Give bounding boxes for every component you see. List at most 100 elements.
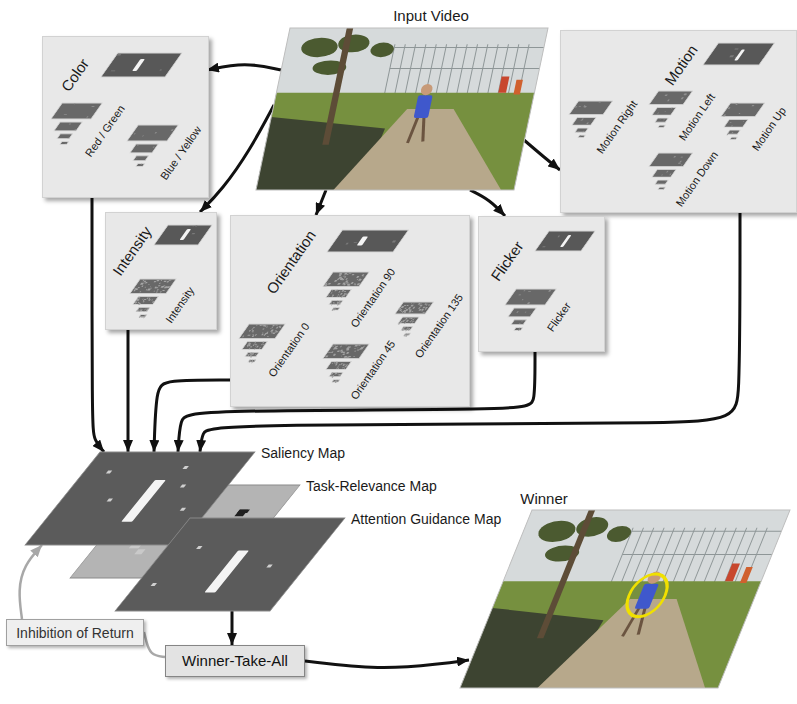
map-surface <box>130 144 158 153</box>
map-texture <box>252 360 253 362</box>
map-texture <box>325 283 327 285</box>
map-texture <box>406 320 409 322</box>
map-texture <box>403 327 405 328</box>
fence-post <box>467 44 478 96</box>
map-surface <box>51 103 102 119</box>
map-texture <box>156 291 158 292</box>
map-texture <box>399 309 402 311</box>
text-anchor: Winner-Take-All <box>182 652 288 670</box>
map-texture <box>250 354 252 356</box>
map-surface <box>323 344 369 358</box>
map-texture <box>518 294 521 296</box>
map-texture <box>331 301 333 302</box>
map-texture <box>401 321 403 322</box>
map-texture <box>334 381 336 383</box>
map-texture <box>259 347 261 349</box>
fence-post <box>446 44 457 96</box>
map-texture <box>150 286 151 288</box>
map-texture <box>249 360 251 361</box>
map-texture <box>153 147 155 148</box>
inhibition-box: Inhibition of Return <box>6 619 144 646</box>
map-texture <box>347 284 350 285</box>
map-texture <box>583 105 585 106</box>
map-texture <box>270 330 274 332</box>
map-texture <box>353 355 355 357</box>
map-texture <box>139 316 141 318</box>
map-surface <box>329 300 343 304</box>
foliage <box>604 526 634 542</box>
map-texture <box>421 309 424 311</box>
map-texture <box>201 524 214 529</box>
map-texture <box>657 112 659 114</box>
map-texture <box>347 352 350 354</box>
foliage <box>369 43 395 58</box>
map-texture <box>144 281 147 283</box>
color-channel-panel: ColorRed / GreenBlue / Yellow <box>42 36 209 198</box>
map-texture <box>140 309 142 311</box>
map-texture <box>359 278 360 280</box>
map-texture <box>519 323 521 325</box>
map-plane <box>70 485 300 578</box>
runner-leg <box>419 117 428 141</box>
map-texture <box>412 321 414 323</box>
map-texture <box>167 486 175 489</box>
map-texture <box>328 283 331 284</box>
pyramid-level <box>331 308 339 311</box>
map-texture <box>347 346 349 348</box>
map-texture <box>418 307 421 309</box>
shadow <box>256 117 387 190</box>
map-texture <box>346 293 348 294</box>
fence-rail <box>394 47 544 48</box>
map-texture <box>331 292 333 294</box>
map-texture <box>335 381 337 382</box>
map-texture <box>144 316 145 318</box>
pyramid-level <box>569 101 613 115</box>
salient-spot <box>106 471 112 474</box>
map-texture <box>242 335 244 337</box>
map-texture <box>264 325 266 326</box>
pyramid-level <box>575 128 588 132</box>
map-texture <box>337 283 341 285</box>
map-texture <box>91 105 94 107</box>
map-texture <box>403 327 405 328</box>
map-texture <box>362 274 365 276</box>
map-texture <box>264 334 266 336</box>
map-texture <box>64 114 68 116</box>
map-texture <box>174 517 187 522</box>
map-texture <box>335 364 337 366</box>
map-surface <box>332 308 340 310</box>
pyramid-level <box>328 372 343 378</box>
map-texture <box>412 307 415 309</box>
map-surface <box>326 289 351 297</box>
pyramid-level <box>578 135 585 137</box>
map-texture <box>169 522 179 527</box>
map-texture <box>143 317 145 319</box>
map-texture <box>67 137 68 139</box>
map-surface <box>239 324 285 338</box>
map-texture <box>265 332 268 334</box>
runner-head <box>646 571 664 583</box>
map-texture <box>730 122 732 124</box>
map-texture <box>408 329 410 330</box>
map-texture <box>262 332 263 333</box>
map-texture <box>86 116 88 117</box>
map-texture <box>148 298 150 300</box>
map-texture <box>162 289 165 291</box>
pyramid-level <box>658 125 665 127</box>
map-texture <box>680 161 682 162</box>
map-texture <box>338 368 340 369</box>
connector-arrow <box>144 632 165 657</box>
map-texture <box>154 281 157 282</box>
pyramid-level <box>395 302 433 314</box>
map-texture <box>404 311 406 313</box>
pyramid-level <box>403 333 411 337</box>
map-surface <box>130 279 176 293</box>
pyramid-level <box>242 341 268 349</box>
map-texture <box>403 312 406 314</box>
map-texture <box>255 343 257 345</box>
map-texture <box>405 309 408 311</box>
map-texture <box>168 279 170 280</box>
map-texture <box>137 302 139 303</box>
map-texture <box>426 304 428 306</box>
motion-channel-panel: MotionMotion RightMotion LeftMotion Down… <box>560 30 797 213</box>
